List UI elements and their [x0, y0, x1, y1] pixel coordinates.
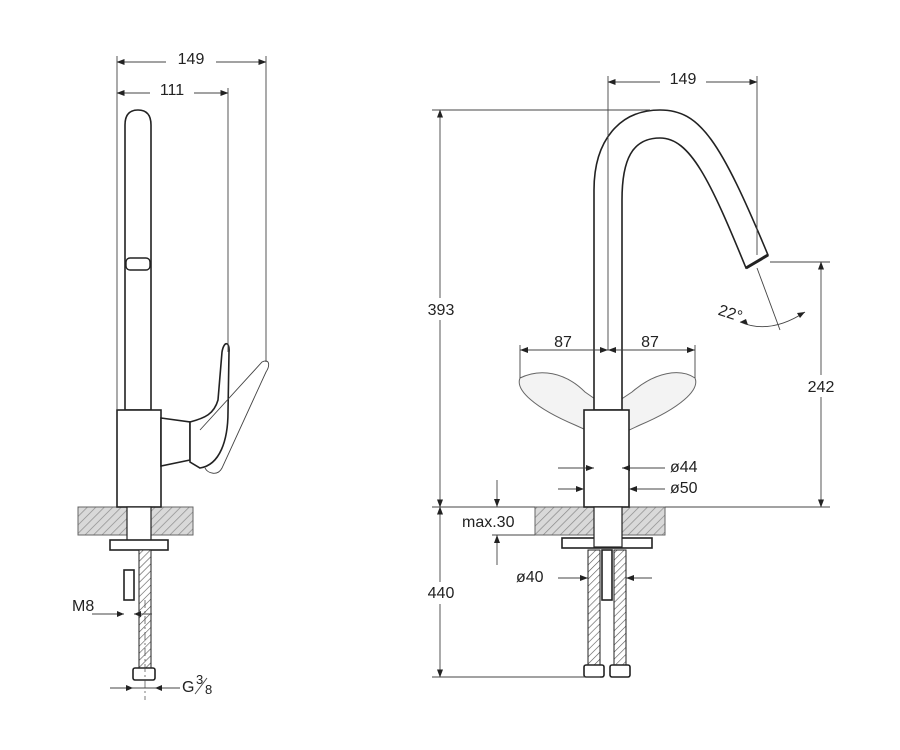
front-hose-nut-left	[583, 664, 605, 678]
side-thread-g-numerator: 3	[196, 672, 203, 687]
side-hose-nut	[132, 667, 156, 681]
side-dim-149: 149	[178, 51, 205, 68]
front-hose-right	[613, 549, 627, 669]
front-stud	[601, 549, 613, 601]
front-view: 149 393 242 22° 87 87 ø44	[418, 70, 844, 678]
side-handle-lever	[189, 342, 230, 469]
side-thread-m8: M8	[72, 598, 94, 615]
side-stud	[123, 569, 135, 601]
front-dim-87-left: 87	[554, 334, 572, 351]
side-base-plate	[109, 539, 169, 551]
front-dim-149: 149	[670, 71, 697, 88]
front-dim-max30: max.30	[462, 514, 515, 531]
side-thread-g: G	[182, 679, 194, 696]
side-dim-111: 111	[160, 82, 184, 99]
front-dim-22: 22°	[716, 302, 744, 326]
front-aerator-end	[745, 253, 769, 270]
front-dim-440: 440	[428, 585, 455, 602]
front-handle-ghost	[518, 372, 697, 441]
side-view: 149 111 M8 G 3 8	[72, 50, 270, 700]
front-dim-393: 393	[428, 302, 455, 319]
side-faucet-body	[116, 409, 162, 508]
front-gooseneck-spout	[593, 109, 770, 411]
front-hose-left	[587, 549, 601, 669]
front-dim-d50: ø50	[670, 480, 698, 497]
side-thread-g-denominator: 8	[205, 682, 212, 697]
front-dim-242: 242	[808, 379, 835, 396]
front-dim-87-right: 87	[641, 334, 659, 351]
front-faucet-body	[583, 409, 630, 508]
front-dim-d44: ø44	[670, 459, 698, 476]
front-shank	[593, 506, 623, 548]
side-aerator-slot	[125, 257, 151, 271]
front-hose-nut-right	[609, 664, 631, 678]
side-lever-connector	[160, 417, 191, 467]
front-dim-d40: ø40	[516, 569, 544, 586]
